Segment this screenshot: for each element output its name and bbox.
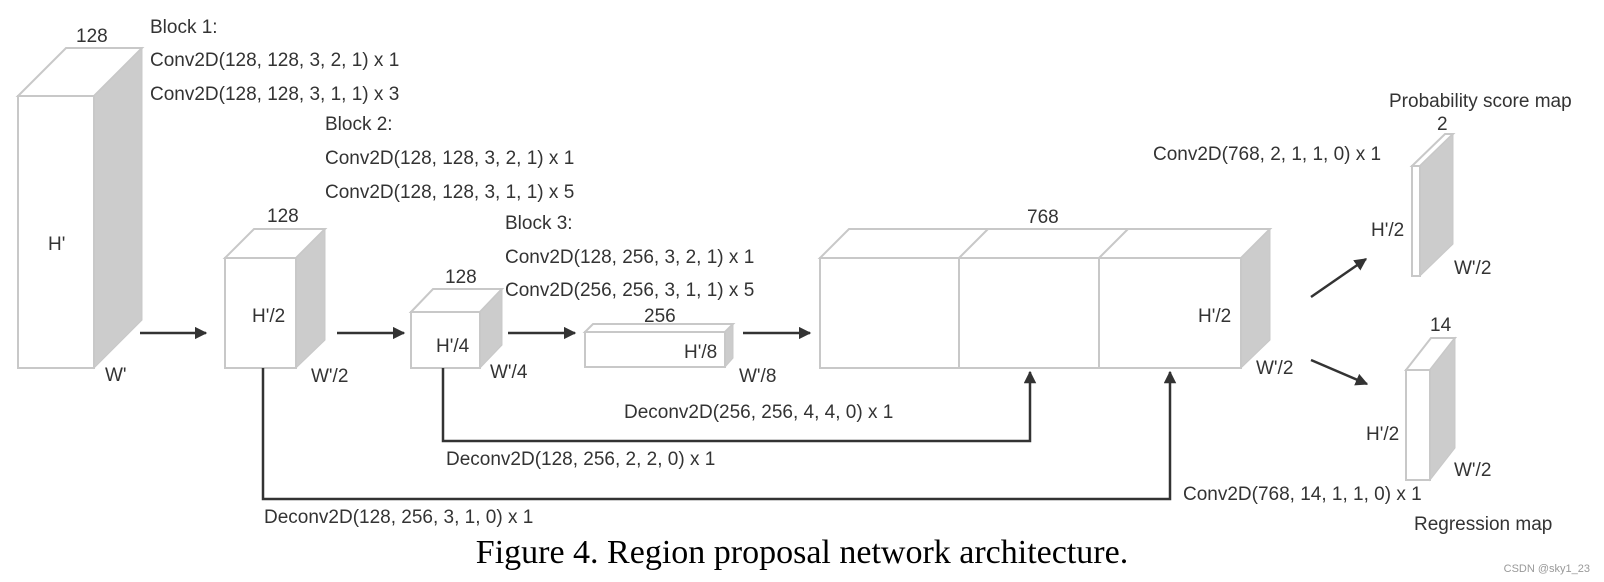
arrow-to-prob-map xyxy=(1310,257,1368,299)
block2-height-label: H'/4 xyxy=(436,336,470,357)
block1-title: Block 1: xyxy=(150,17,218,38)
reg-map-title: Regression map xyxy=(1414,514,1552,535)
deconv3-label: Deconv2D(128, 256, 3, 1, 0) x 1 xyxy=(264,507,533,528)
block3-conv-line2: Conv2D(256, 256, 3, 1, 1) x 5 xyxy=(505,280,754,301)
concat-width-label: W'/2 xyxy=(1256,358,1293,379)
reg-map-width-label: W'/2 xyxy=(1454,460,1491,481)
prob-map-volume xyxy=(1409,132,1456,278)
input-volume xyxy=(15,46,145,370)
deconv3-path xyxy=(261,368,1177,501)
figure-caption: Figure 4. Region proposal network archit… xyxy=(476,534,1128,571)
deconv1-label: Deconv2D(256, 256, 4, 4, 0) x 1 xyxy=(624,402,893,423)
deconv2-path xyxy=(441,368,1037,443)
block1-conv-line2: Conv2D(128, 128, 3, 1, 1) x 3 xyxy=(150,84,399,105)
block2-title: Block 2: xyxy=(325,114,393,135)
concat-volume xyxy=(817,227,1273,370)
prob-map-conv-label: Conv2D(768, 2, 1, 1, 0) x 1 xyxy=(1153,144,1381,165)
arrow-to-reg-map xyxy=(1310,358,1369,386)
block2-channels-label: 128 xyxy=(445,267,477,288)
block2-width-label: W'/4 xyxy=(490,362,528,383)
block1-channels-label: 128 xyxy=(267,206,299,227)
prob-map-height-label: H'/2 xyxy=(1371,220,1404,241)
input-channels-label: 128 xyxy=(76,26,108,47)
concat-channels-label: 768 xyxy=(1027,207,1059,228)
block1-volume xyxy=(222,227,328,370)
prob-map-title: Probability score map xyxy=(1389,91,1572,112)
concat-height-label: H'/2 xyxy=(1198,306,1231,327)
reg-map-channels-label: 14 xyxy=(1430,315,1452,336)
block2-volume xyxy=(408,287,505,370)
block3-volume xyxy=(582,322,736,369)
deconv2-label: Deconv2D(128, 256, 2, 2, 0) x 1 xyxy=(446,449,715,470)
watermark: CSDN @sky1_23 xyxy=(1504,563,1590,575)
block3-width-label: W'/8 xyxy=(739,366,776,387)
block3-channels-label: 256 xyxy=(644,306,676,327)
block3-conv-line1: Conv2D(128, 256, 3, 2, 1) x 1 xyxy=(505,247,754,268)
reg-map-volume xyxy=(1403,336,1458,482)
input-height-label: H' xyxy=(48,234,65,255)
reg-map-height-label: H'/2 xyxy=(1366,424,1399,445)
reg-map-conv-label: Conv2D(768, 14, 1, 1, 0) x 1 xyxy=(1183,484,1422,505)
input-width-label: W' xyxy=(105,365,127,386)
block3-title: Block 3: xyxy=(505,213,573,234)
block1-conv-line1: Conv2D(128, 128, 3, 2, 1) x 1 xyxy=(150,50,399,71)
block2-conv-line1: Conv2D(128, 128, 3, 2, 1) x 1 xyxy=(325,148,574,169)
prob-map-channels-label: 2 xyxy=(1437,114,1448,135)
block1-width-label: W'/2 xyxy=(311,366,348,387)
block2-conv-line2: Conv2D(128, 128, 3, 1, 1) x 5 xyxy=(325,182,574,203)
prob-map-width-label: W'/2 xyxy=(1454,258,1491,279)
block3-height-label: H'/8 xyxy=(684,342,717,363)
block1-height-label: H'/2 xyxy=(252,306,285,327)
